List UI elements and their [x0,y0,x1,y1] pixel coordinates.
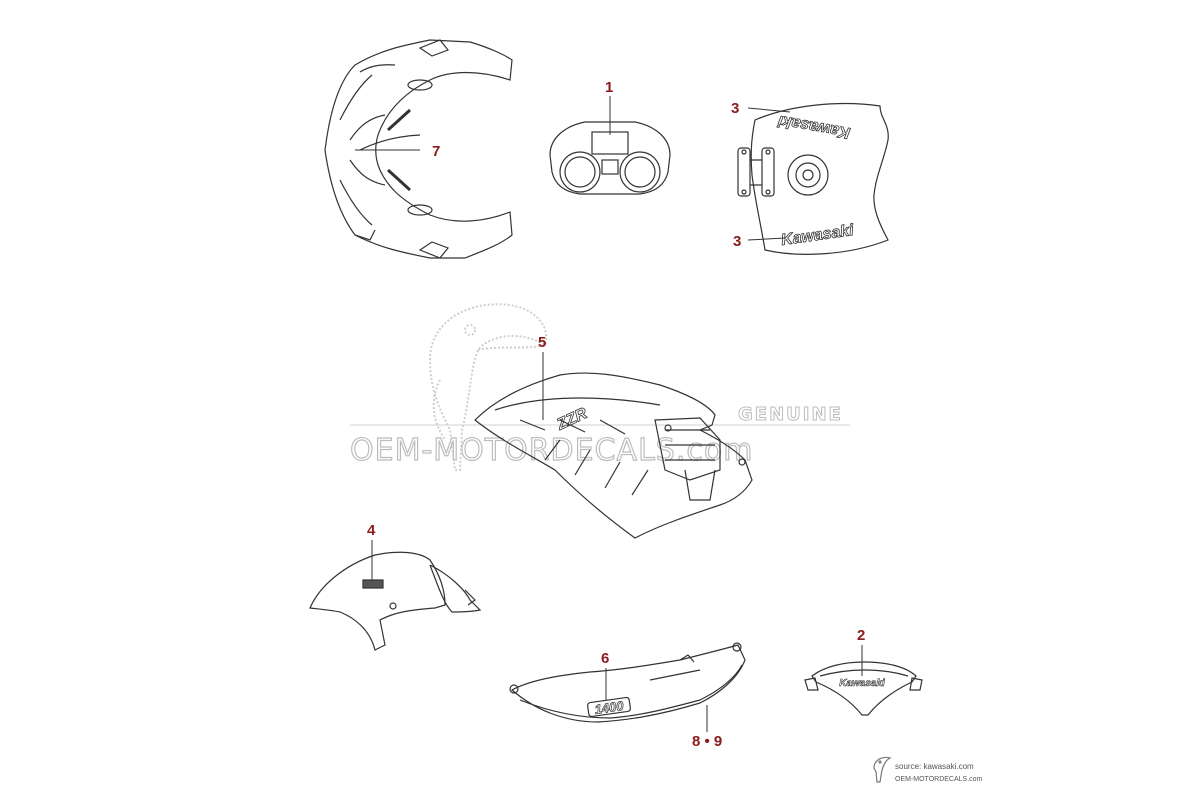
toucan-logo-icon [428,303,548,471]
toucan-small-icon [873,756,892,783]
part-instrument-cluster [549,121,671,195]
leader-3-top [747,107,791,113]
source-credit: source: kawasaki.com OEM-MOTORDECALS.com [873,756,983,783]
leader-3-bottom [747,237,786,241]
source-line-2: OEM-MOTORDECALS.com [895,776,983,783]
watermark: GENUINE OEM-MOTORDECALS.com [349,303,850,471]
tail-decal: Kawasaki [839,678,885,689]
part-front-fender [309,551,482,651]
part-seat-cowl [509,642,746,723]
fairing-decal: ZZR [554,405,591,434]
callout-8-9: 8 • 9 [692,733,722,750]
callout-3-top: 3 [731,100,739,117]
part-side-fairing [474,372,753,539]
tank-decal-bottom: Kawasaki [780,222,855,249]
callout-5: 5 [538,334,546,351]
callout-2: 2 [857,627,865,644]
part-fuel-tank [737,102,889,255]
callout-3-bottom: 3 [733,233,741,250]
callout-4: 4 [367,522,376,539]
watermark-tag: GENUINE [738,404,843,425]
part-front-fairing [324,39,513,259]
callout-1: 1 [605,79,613,96]
source-line-1: source: kawasaki.com [895,762,974,771]
seat-cowl-decal: 1400 [594,698,625,717]
callout-6: 6 [601,650,609,667]
watermark-text: OEM-MOTORDECALS.com [350,433,753,468]
part-tail-piece [804,661,923,716]
tank-decal-top: Kawasaki [776,112,851,142]
callout-7: 7 [432,143,440,160]
